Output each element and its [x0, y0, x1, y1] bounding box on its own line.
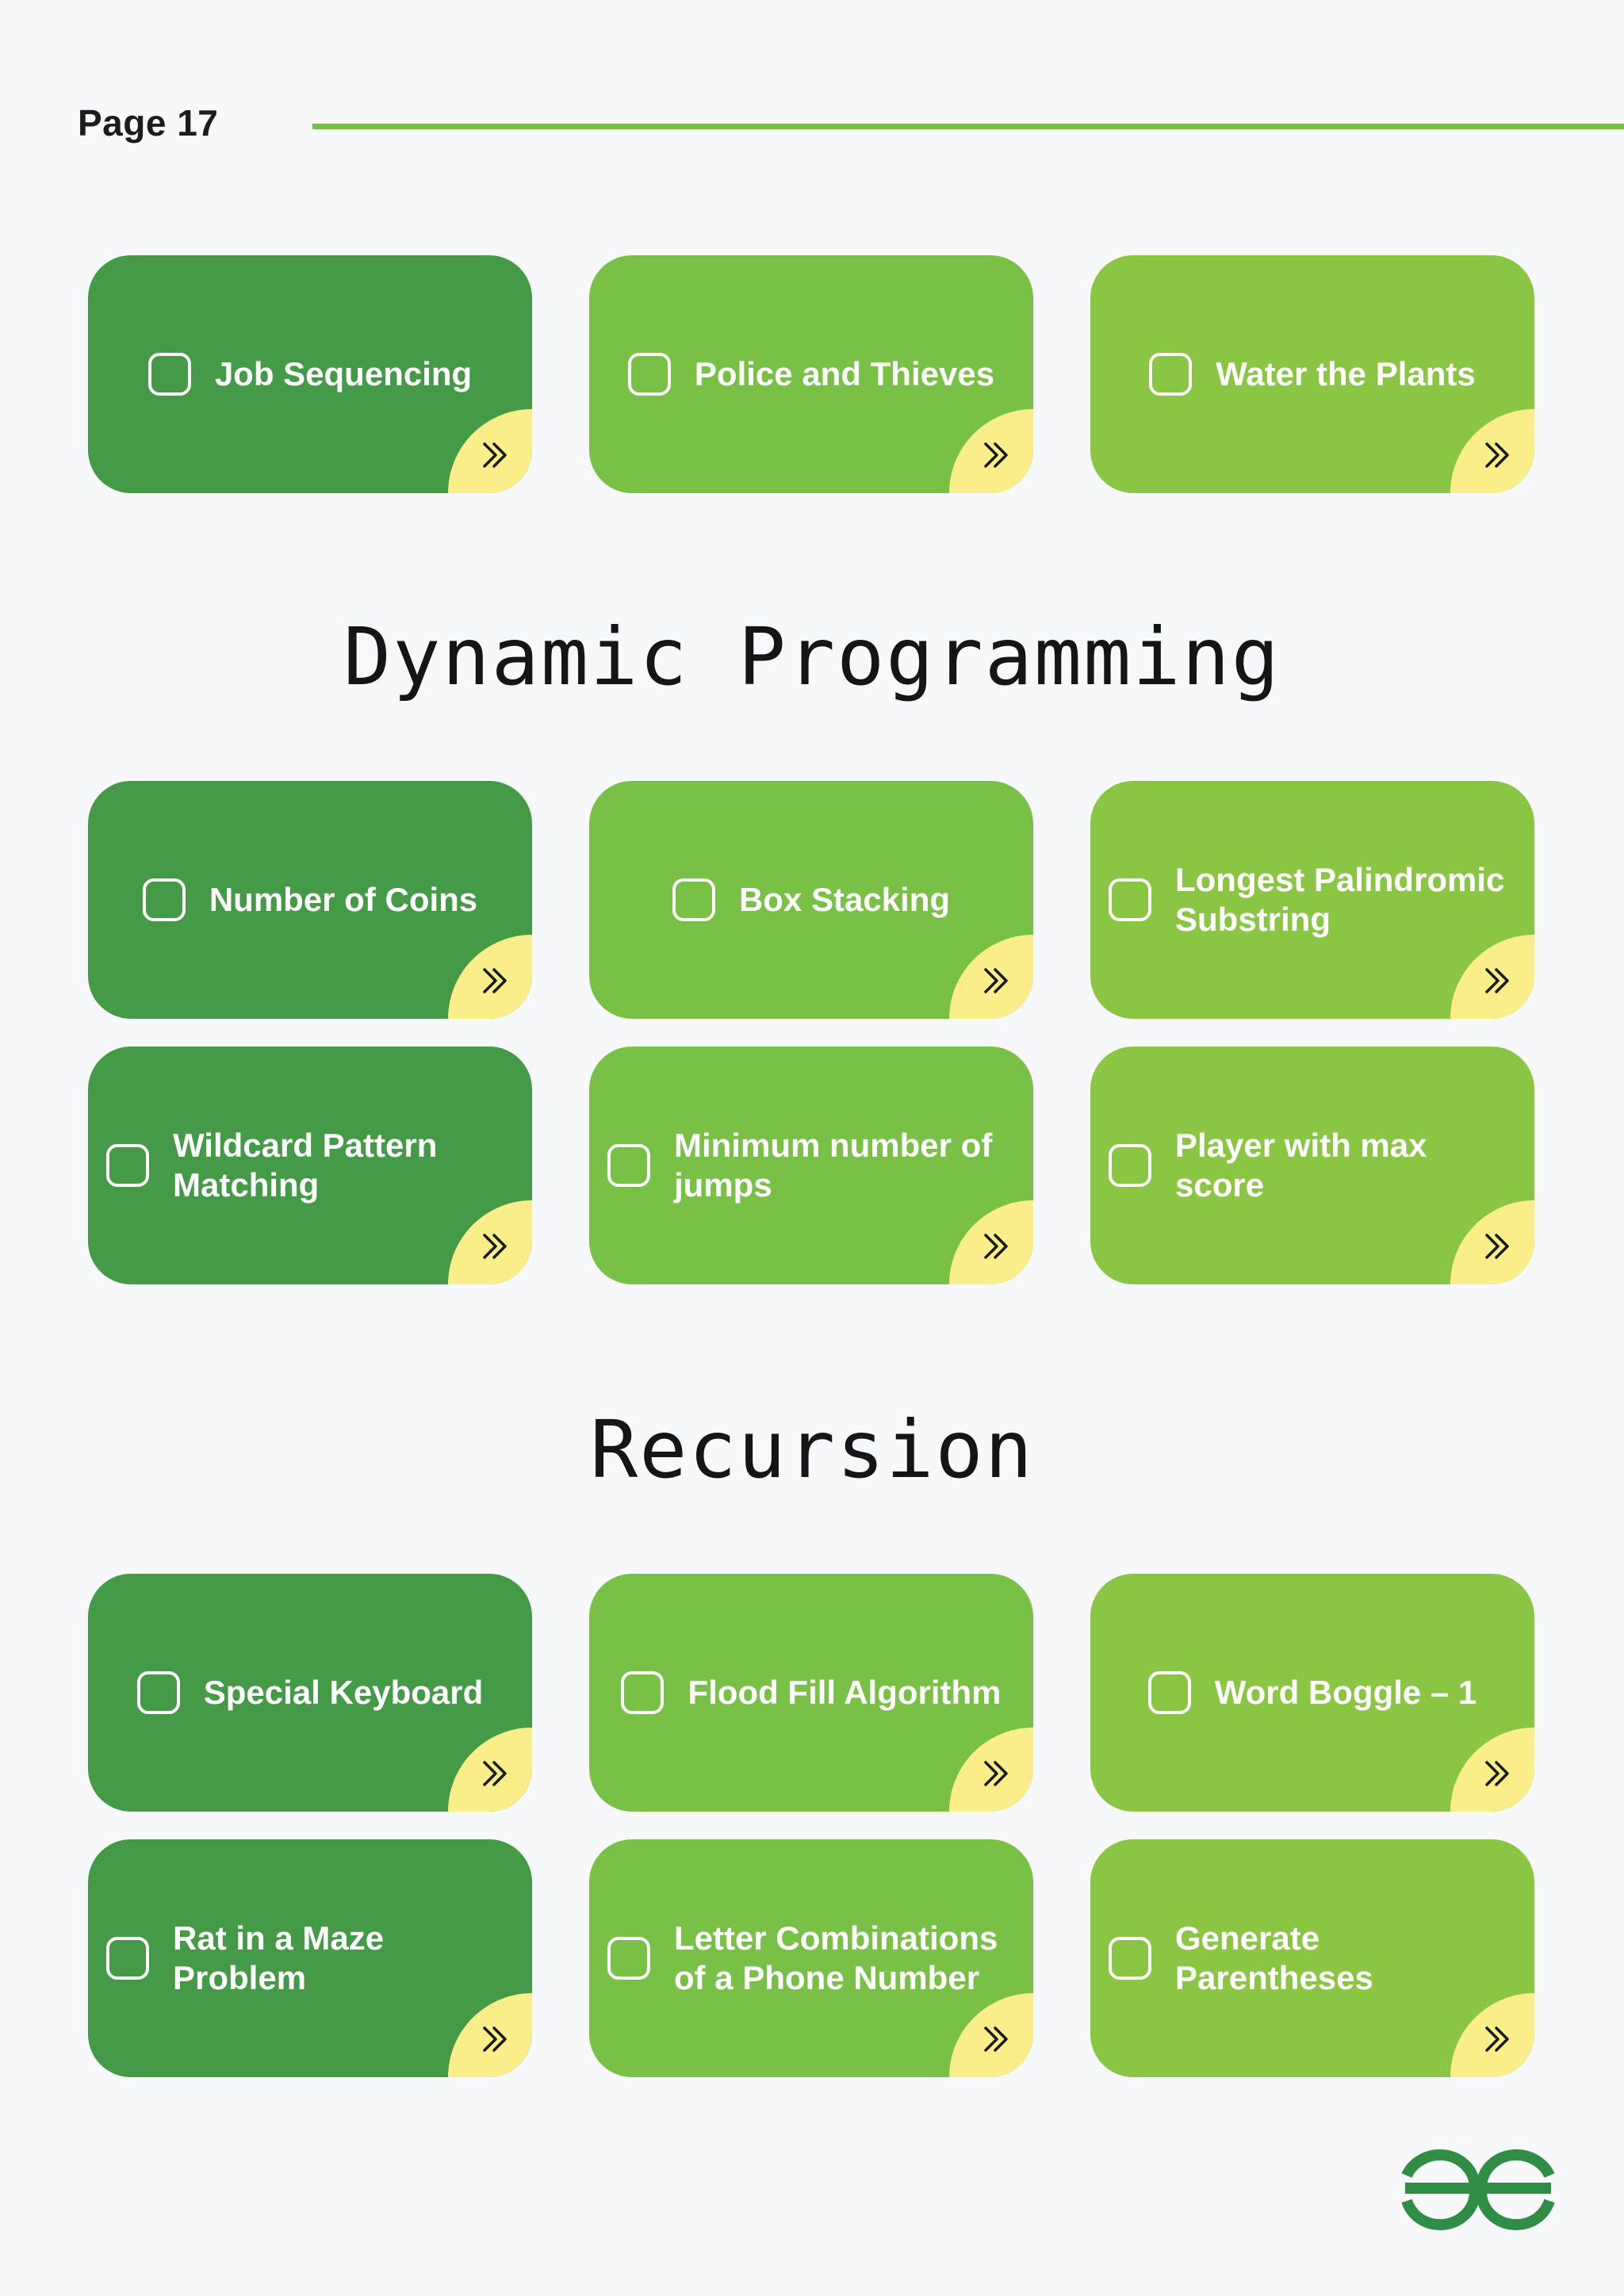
problem-card-label: Water the Plants	[1216, 355, 1476, 392]
problem-card[interactable]: Water the Plants	[1090, 255, 1534, 493]
double-chevron-right-icon	[1485, 442, 1509, 468]
double-chevron-right-icon	[483, 1761, 507, 1786]
problem-card[interactable]: Number of Coins	[88, 781, 532, 1019]
problem-card[interactable]: Letter Combinations of a Phone Number	[589, 1839, 1033, 2077]
checkbox-icon[interactable]	[136, 1671, 180, 1714]
checkbox-icon[interactable]	[106, 1144, 149, 1187]
section-title-recursion: Recursion	[590, 1403, 1034, 1496]
checkbox-icon[interactable]	[142, 878, 186, 921]
checkbox-icon[interactable]	[1109, 878, 1151, 921]
double-chevron-right-icon	[984, 2026, 1008, 2052]
problem-card-label: Rat in a Maze Problem	[173, 1919, 385, 1996]
problem-card[interactable]: Longest Palindromic Substring	[1090, 781, 1534, 1019]
double-chevron-right-icon	[984, 1761, 1008, 1786]
problem-card-label: Letter Combinations of a Phone Number	[674, 1919, 998, 1996]
double-chevron-right-icon	[1485, 1761, 1509, 1786]
problem-card-label: Longest Palindromic Substring	[1175, 861, 1505, 938]
checkbox-icon[interactable]	[1109, 1937, 1151, 1980]
problem-card[interactable]: Generate Parentheses	[1090, 1839, 1534, 2077]
checkbox-icon[interactable]	[1109, 1144, 1151, 1187]
checkbox-icon[interactable]	[1147, 1671, 1191, 1714]
problem-card-label: Job Sequencing	[214, 355, 473, 392]
checkbox-icon[interactable]	[1149, 353, 1193, 396]
problem-card-label: Word Boggle – 1	[1214, 1674, 1477, 1711]
checkbox-icon[interactable]	[607, 1144, 650, 1187]
problem-card[interactable]: Wildcard Pattern Matching	[88, 1047, 532, 1284]
double-chevron-right-icon	[483, 2026, 507, 2052]
problem-card-label: Flood Fill Algorithm	[688, 1674, 1002, 1711]
double-chevron-right-icon	[984, 442, 1008, 468]
checkbox-icon[interactable]	[621, 1671, 665, 1714]
problem-card[interactable]: Player with max score	[1090, 1047, 1534, 1284]
gfg-logo	[1401, 2149, 1555, 2231]
double-chevron-right-icon	[1485, 968, 1509, 993]
problem-card-label: Generate Parentheses	[1175, 1919, 1373, 1996]
checkbox-icon[interactable]	[672, 878, 715, 921]
header-divider	[312, 124, 1624, 129]
double-chevron-right-icon	[1485, 1234, 1509, 1259]
double-chevron-right-icon	[1485, 2026, 1509, 2052]
checkbox-icon[interactable]	[106, 1937, 149, 1980]
problem-card[interactable]: Word Boggle – 1	[1090, 1574, 1534, 1812]
problem-card-label: Player with max score	[1175, 1127, 1427, 1203]
double-chevron-right-icon	[483, 1234, 507, 1259]
double-chevron-right-icon	[984, 1234, 1008, 1259]
problem-card-label: Box Stacking	[738, 881, 951, 918]
problem-card-label: Minimum number of jumps	[674, 1127, 993, 1203]
page-label: Page 17	[78, 102, 219, 144]
double-chevron-right-icon	[984, 968, 1008, 993]
problem-card-label: Number of Coins	[209, 881, 478, 918]
checkbox-icon[interactable]	[627, 353, 671, 396]
double-chevron-right-icon	[483, 442, 507, 468]
problem-card[interactable]: Police and Thieves	[589, 255, 1033, 493]
problem-card-label: Wildcard Pattern Matching	[173, 1127, 438, 1203]
checkbox-icon[interactable]	[147, 353, 191, 396]
problem-card[interactable]: Minimum number of jumps	[589, 1047, 1033, 1284]
problem-card[interactable]: Flood Fill Algorithm	[589, 1574, 1033, 1812]
arrow-tab[interactable]	[949, 1200, 1033, 1284]
problem-card[interactable]: Box Stacking	[589, 781, 1033, 1019]
problem-card[interactable]: Job Sequencing	[88, 255, 532, 493]
problem-card[interactable]: Special Keyboard	[88, 1574, 532, 1812]
problem-card[interactable]: Rat in a Maze Problem	[88, 1839, 532, 2077]
problem-card-label: Special Keyboard	[203, 1674, 484, 1711]
checkbox-icon[interactable]	[607, 1937, 650, 1980]
problem-card-label: Police and Thieves	[694, 355, 995, 392]
section-title-dynamic-programming: Dynamic Programming	[343, 610, 1281, 703]
double-chevron-right-icon	[483, 968, 507, 993]
